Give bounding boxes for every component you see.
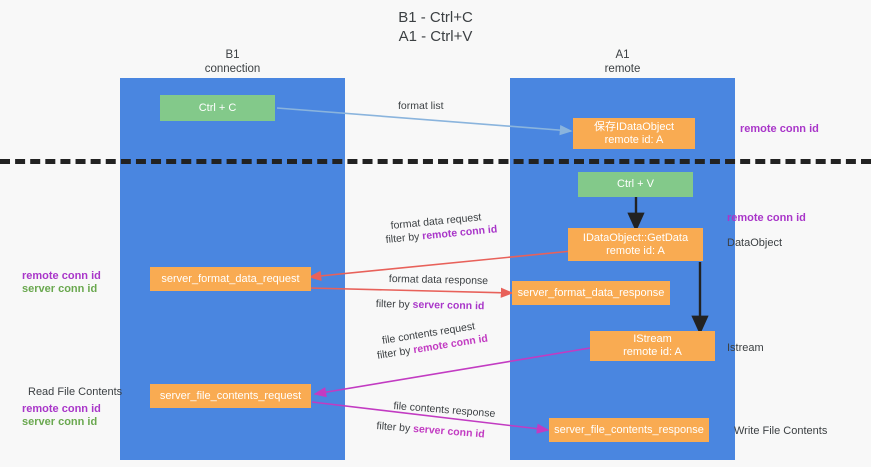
- box-server-format-data-request-label: server_format_data_request: [161, 272, 300, 285]
- lane-header-a1: A1 remote: [604, 49, 641, 75]
- box-server-file-contents-response-label: server_file_contents_response: [554, 423, 704, 436]
- phase-divider: [0, 159, 871, 164]
- wire-label-format-data-response-text: format data response: [388, 272, 489, 288]
- filter-key-server-conn-id: server conn id: [412, 298, 485, 313]
- arrow-file-contents-request: [313, 347, 591, 398]
- lane-header-b1: B1 connection: [204, 49, 261, 75]
- box-ctrl-v[interactable]: Ctrl + V: [578, 172, 693, 197]
- arrow-format-list: [276, 107, 573, 136]
- wire-label-format-data-response-filter: filter by server conn id: [376, 297, 485, 313]
- page-title: B1 - Ctrl+C A1 - Ctrl+V: [398, 9, 473, 45]
- arrow-format-data-response: [309, 287, 514, 298]
- box-ctrl-v-label: Ctrl + V: [617, 178, 654, 190]
- box-server-file-contents-response[interactable]: server_file_contents_response: [549, 418, 709, 442]
- box-getdata-line2: remote id: A: [606, 244, 665, 257]
- side-label-remote-conn-id-mid: remote conn id: [727, 212, 806, 224]
- box-ctrl-c[interactable]: Ctrl + C: [160, 95, 275, 121]
- side-label-left-remote-conn-id-2: remote conn id: [22, 403, 101, 415]
- side-label-left-remote-conn-id: remote conn id: [22, 270, 101, 282]
- wire-label-format-data-response: format data response: [389, 272, 489, 288]
- side-label-remote-conn-id-top: remote conn id: [740, 123, 819, 135]
- filter-prefix: filter by: [375, 419, 414, 435]
- box-server-file-contents-request-label: server_file_contents_request: [159, 389, 302, 402]
- filter-prefix: filter by: [385, 230, 423, 246]
- box-server-format-data-request[interactable]: server_format_data_request: [150, 267, 311, 291]
- box-save-idataobject-line2: remote id: A: [604, 133, 664, 146]
- box-istream-line1: IStream: [633, 333, 672, 345]
- side-label-write-file-contents: Write File Contents: [734, 425, 828, 437]
- box-save-idataobject-line1: 保存IDataObject: [593, 120, 675, 133]
- side-label-left-server-conn-id-2: server conn id: [22, 416, 98, 428]
- box-save-idataobject[interactable]: 保存IDataObject remote id: A: [573, 118, 695, 149]
- box-ctrl-c-label: Ctrl + C: [198, 101, 237, 114]
- side-label-read-file-contents: Read File Contents: [28, 386, 123, 398]
- box-getdata[interactable]: IDataObject::GetData remote id: A: [568, 228, 703, 261]
- box-server-format-data-response-label: server_format_data_response: [517, 286, 665, 299]
- filter-prefix: filter by: [375, 297, 413, 311]
- side-label-left-server-conn-id: server conn id: [22, 283, 98, 295]
- box-getdata-line1: IDataObject::GetData: [582, 231, 689, 244]
- box-server-file-contents-request[interactable]: server_file_contents_request: [150, 384, 311, 408]
- box-server-format-data-response[interactable]: server_format_data_response: [512, 281, 670, 305]
- arrow-format-data-request: [308, 250, 573, 281]
- wire-label-format-list: format list: [398, 100, 444, 112]
- box-istream-line2: remote id: A: [623, 346, 682, 358]
- arrow-file-contents-response: [311, 401, 550, 434]
- side-label-dataobject: DataObject: [727, 237, 783, 249]
- box-istream[interactable]: IStream remote id: A: [590, 331, 715, 361]
- side-label-istream: Istream: [727, 342, 764, 354]
